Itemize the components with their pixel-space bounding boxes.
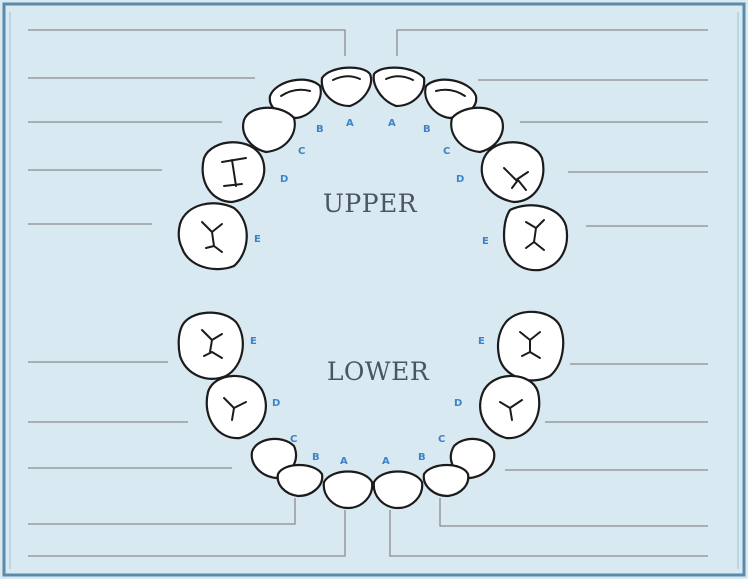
answer-line xyxy=(28,30,345,56)
tooth-letter: B xyxy=(418,452,426,463)
tooth-upper-left-first-molar xyxy=(482,142,544,202)
tooth-upper-right-central-incisor xyxy=(322,68,371,106)
tooth-letter: A xyxy=(382,456,390,467)
tooth-letter: C xyxy=(443,146,450,157)
answer-line xyxy=(397,30,708,56)
tooth-letter: D xyxy=(454,398,462,409)
tooth-letter: A xyxy=(340,456,348,467)
tooth-upper-left-central-incisor xyxy=(374,68,424,106)
tooth-lower-left-second-molar xyxy=(498,312,563,381)
tooth-letter: B xyxy=(312,452,320,463)
tooth-letter: A xyxy=(388,118,396,129)
tooth-letter: C xyxy=(438,434,445,445)
tooth-letter: E xyxy=(250,336,257,347)
tooth-upper-right-second-molar xyxy=(179,203,247,269)
answer-line xyxy=(28,510,345,556)
tooth-letter: C xyxy=(298,146,305,157)
upper-arch xyxy=(179,68,567,271)
tooth-lower-left-first-molar xyxy=(480,376,539,438)
tooth-lower-right-central-incisor xyxy=(324,472,372,509)
upper-arch-label: UPPER xyxy=(323,189,418,218)
tooth-letter: D xyxy=(272,398,280,409)
tooth-letter: E xyxy=(482,236,489,247)
tooth-lower-left-central-incisor xyxy=(374,472,422,509)
tooth-letter: D xyxy=(280,174,288,185)
tooth-lower-right-second-molar xyxy=(179,313,243,379)
answer-line xyxy=(440,498,708,526)
tooth-lower-left-lateral-incisor xyxy=(424,465,469,496)
tooth-letter: B xyxy=(423,124,431,135)
answer-line xyxy=(28,498,295,524)
tooth-letter: B xyxy=(316,124,324,135)
lower-arch-label: LOWER xyxy=(327,357,430,386)
tooth-letter: E xyxy=(478,336,485,347)
tooth-letter: A xyxy=(346,118,354,129)
tooth-lower-right-first-molar xyxy=(207,376,266,438)
tooth-letter: D xyxy=(456,174,464,185)
tooth-letter: C xyxy=(290,434,297,445)
answer-line xyxy=(390,510,708,556)
tooth-upper-right-first-molar xyxy=(203,142,265,202)
tooth-letter: E xyxy=(254,234,261,245)
lower-arch xyxy=(179,312,564,508)
tooth-lower-right-lateral-incisor xyxy=(278,465,323,496)
tooth-upper-left-second-molar xyxy=(504,205,567,270)
